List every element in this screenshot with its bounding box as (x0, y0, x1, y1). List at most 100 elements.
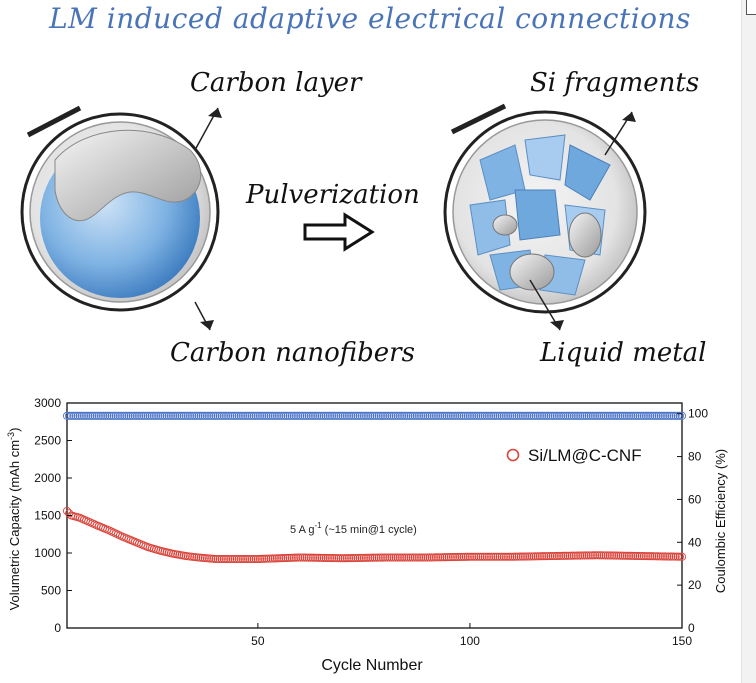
ce-point (194, 411, 203, 420)
capacity-point (605, 551, 614, 560)
ce-point (342, 411, 351, 420)
ce-point (94, 411, 103, 420)
capacity-point (586, 551, 595, 560)
ce-point (459, 411, 468, 420)
ce-point (101, 411, 110, 420)
ce-point (277, 411, 286, 420)
capacity-point (251, 554, 260, 564)
ce-point (154, 411, 163, 420)
ce-point (440, 411, 449, 420)
ce-point (268, 411, 277, 420)
ce-point (340, 411, 349, 420)
ce-point (359, 411, 368, 420)
y2-tick-label: 20 (688, 578, 702, 592)
capacity-point (260, 554, 269, 563)
ce-point (588, 411, 597, 420)
ce-point (448, 411, 458, 420)
y2-axis-label: Coulombic Efficiency (%) (713, 449, 728, 593)
capacity-point (372, 553, 381, 562)
ce-point (75, 411, 84, 420)
capacity-point (675, 552, 684, 561)
ce-point (665, 411, 674, 420)
ce-point (671, 411, 680, 420)
capacity-point (408, 553, 417, 562)
capacity-point (398, 553, 407, 562)
ce-point (192, 411, 201, 420)
ce-point (654, 411, 663, 420)
ce-point (275, 411, 284, 420)
ce-point (495, 411, 504, 420)
capacity-point (514, 552, 523, 561)
ce-point (177, 411, 186, 420)
ce-point (175, 411, 184, 420)
capacity-point (563, 551, 572, 560)
capacity-point (361, 553, 371, 562)
y-tick-label: 1000 (34, 546, 61, 560)
capacity-point (588, 551, 597, 560)
capacity-point (436, 553, 445, 562)
capacity-point (230, 554, 239, 564)
ce-point (308, 411, 318, 420)
ce-point (291, 411, 301, 420)
capacity-point (400, 553, 409, 562)
coulombic-efficiency-series (62, 411, 687, 420)
capacity-point (62, 506, 72, 516)
capacity-point (629, 551, 638, 560)
ce-point (370, 411, 379, 420)
capacity-point (453, 552, 462, 562)
capacity-point (451, 552, 460, 562)
ce-point (593, 411, 602, 420)
ce-point (253, 411, 262, 420)
ce-point (209, 411, 218, 420)
capacity-point (275, 554, 284, 563)
ce-point (504, 411, 513, 420)
capacity-point (508, 552, 517, 561)
y-tick-label: 3000 (34, 396, 61, 410)
capacity-point (313, 553, 322, 562)
capacity-point (567, 551, 576, 560)
ce-point (618, 411, 627, 420)
ce-point (516, 411, 525, 420)
ce-point (139, 411, 148, 420)
ce-point (546, 411, 555, 420)
capacity-point (482, 552, 491, 561)
capacity-point (236, 554, 245, 564)
ce-point (574, 411, 583, 420)
nanofiber-tail-icon-2 (450, 103, 507, 135)
capacity-point (357, 553, 366, 562)
capacity-point (427, 553, 436, 562)
capacity-point (425, 553, 434, 562)
ce-point (470, 411, 479, 420)
capacity-point (616, 551, 625, 560)
ce-point (238, 411, 248, 420)
intact-particle (20, 105, 222, 331)
ce-point (171, 411, 180, 420)
ce-point (578, 411, 587, 420)
ce-point (107, 411, 116, 420)
ce-point (328, 411, 337, 420)
capacity-point (306, 553, 315, 562)
x-axis-label: Cycle Number (321, 657, 423, 674)
capacity-point (495, 552, 504, 561)
ce-point (219, 411, 228, 420)
ce-point (364, 411, 373, 420)
ce-point (264, 411, 273, 420)
ce-point (453, 411, 462, 420)
ce-point (660, 411, 670, 420)
ce-point (559, 411, 568, 420)
ce-point (508, 411, 517, 420)
capacity-point (580, 551, 589, 560)
ce-point (656, 411, 665, 420)
ce-point (304, 411, 313, 420)
y-tick-label: 2000 (34, 471, 61, 485)
ce-point (321, 411, 330, 420)
capacity-point (332, 554, 341, 563)
ce-point (406, 411, 415, 420)
ce-point (296, 411, 305, 420)
x-tick-label: 50 (251, 634, 265, 648)
capacity-point (644, 552, 653, 561)
capacity-point (359, 553, 368, 562)
ce-point (482, 411, 491, 420)
ce-point (567, 411, 576, 420)
